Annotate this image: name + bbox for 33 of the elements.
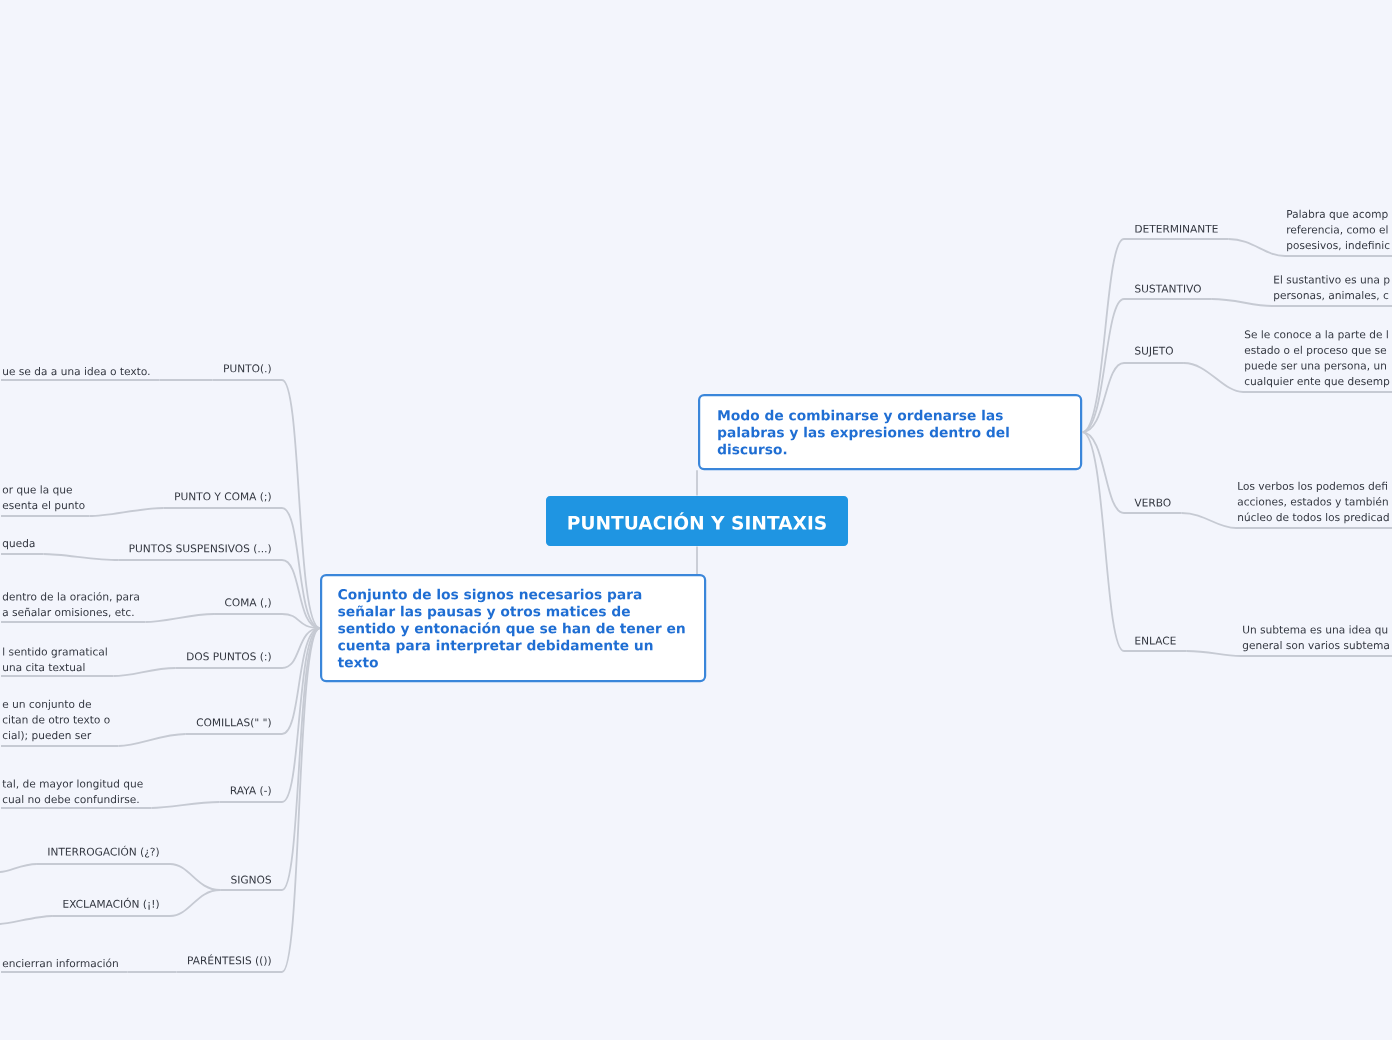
connector-line (281, 627, 321, 735)
connector-line (144, 613, 215, 623)
connector-line (117, 733, 187, 747)
connector-line (281, 627, 321, 891)
connector-line (1185, 650, 1242, 657)
connector-line (1081, 431, 1125, 514)
connector-line (281, 627, 321, 669)
connector-line (1210, 298, 1273, 307)
connector-line (281, 559, 321, 629)
connector-line (1227, 238, 1286, 257)
connector-line (1183, 362, 1244, 393)
connector-line (281, 627, 321, 973)
connector-line (281, 507, 321, 629)
connector-line (0, 863, 38, 873)
connector-line (281, 379, 321, 629)
connector-line (88, 507, 165, 517)
connector-line (1081, 238, 1125, 433)
connector-line (1081, 298, 1125, 433)
connector-line (42, 553, 120, 561)
connector-line (126, 971, 178, 973)
connector-line (281, 613, 321, 629)
connector-line (696, 545, 698, 575)
connector-line (158, 379, 214, 381)
connector-line (1081, 431, 1125, 652)
connector-line (150, 801, 221, 809)
connector-line (696, 469, 698, 497)
central-topic-box: PUNTUACIÓN Y SINTAXIS (546, 496, 848, 546)
connector-line (0, 915, 53, 925)
connector-line (1180, 512, 1237, 529)
connector-line (281, 627, 321, 803)
connector-line (1081, 362, 1125, 433)
connector-line (112, 667, 177, 677)
connector-line (169, 889, 222, 917)
